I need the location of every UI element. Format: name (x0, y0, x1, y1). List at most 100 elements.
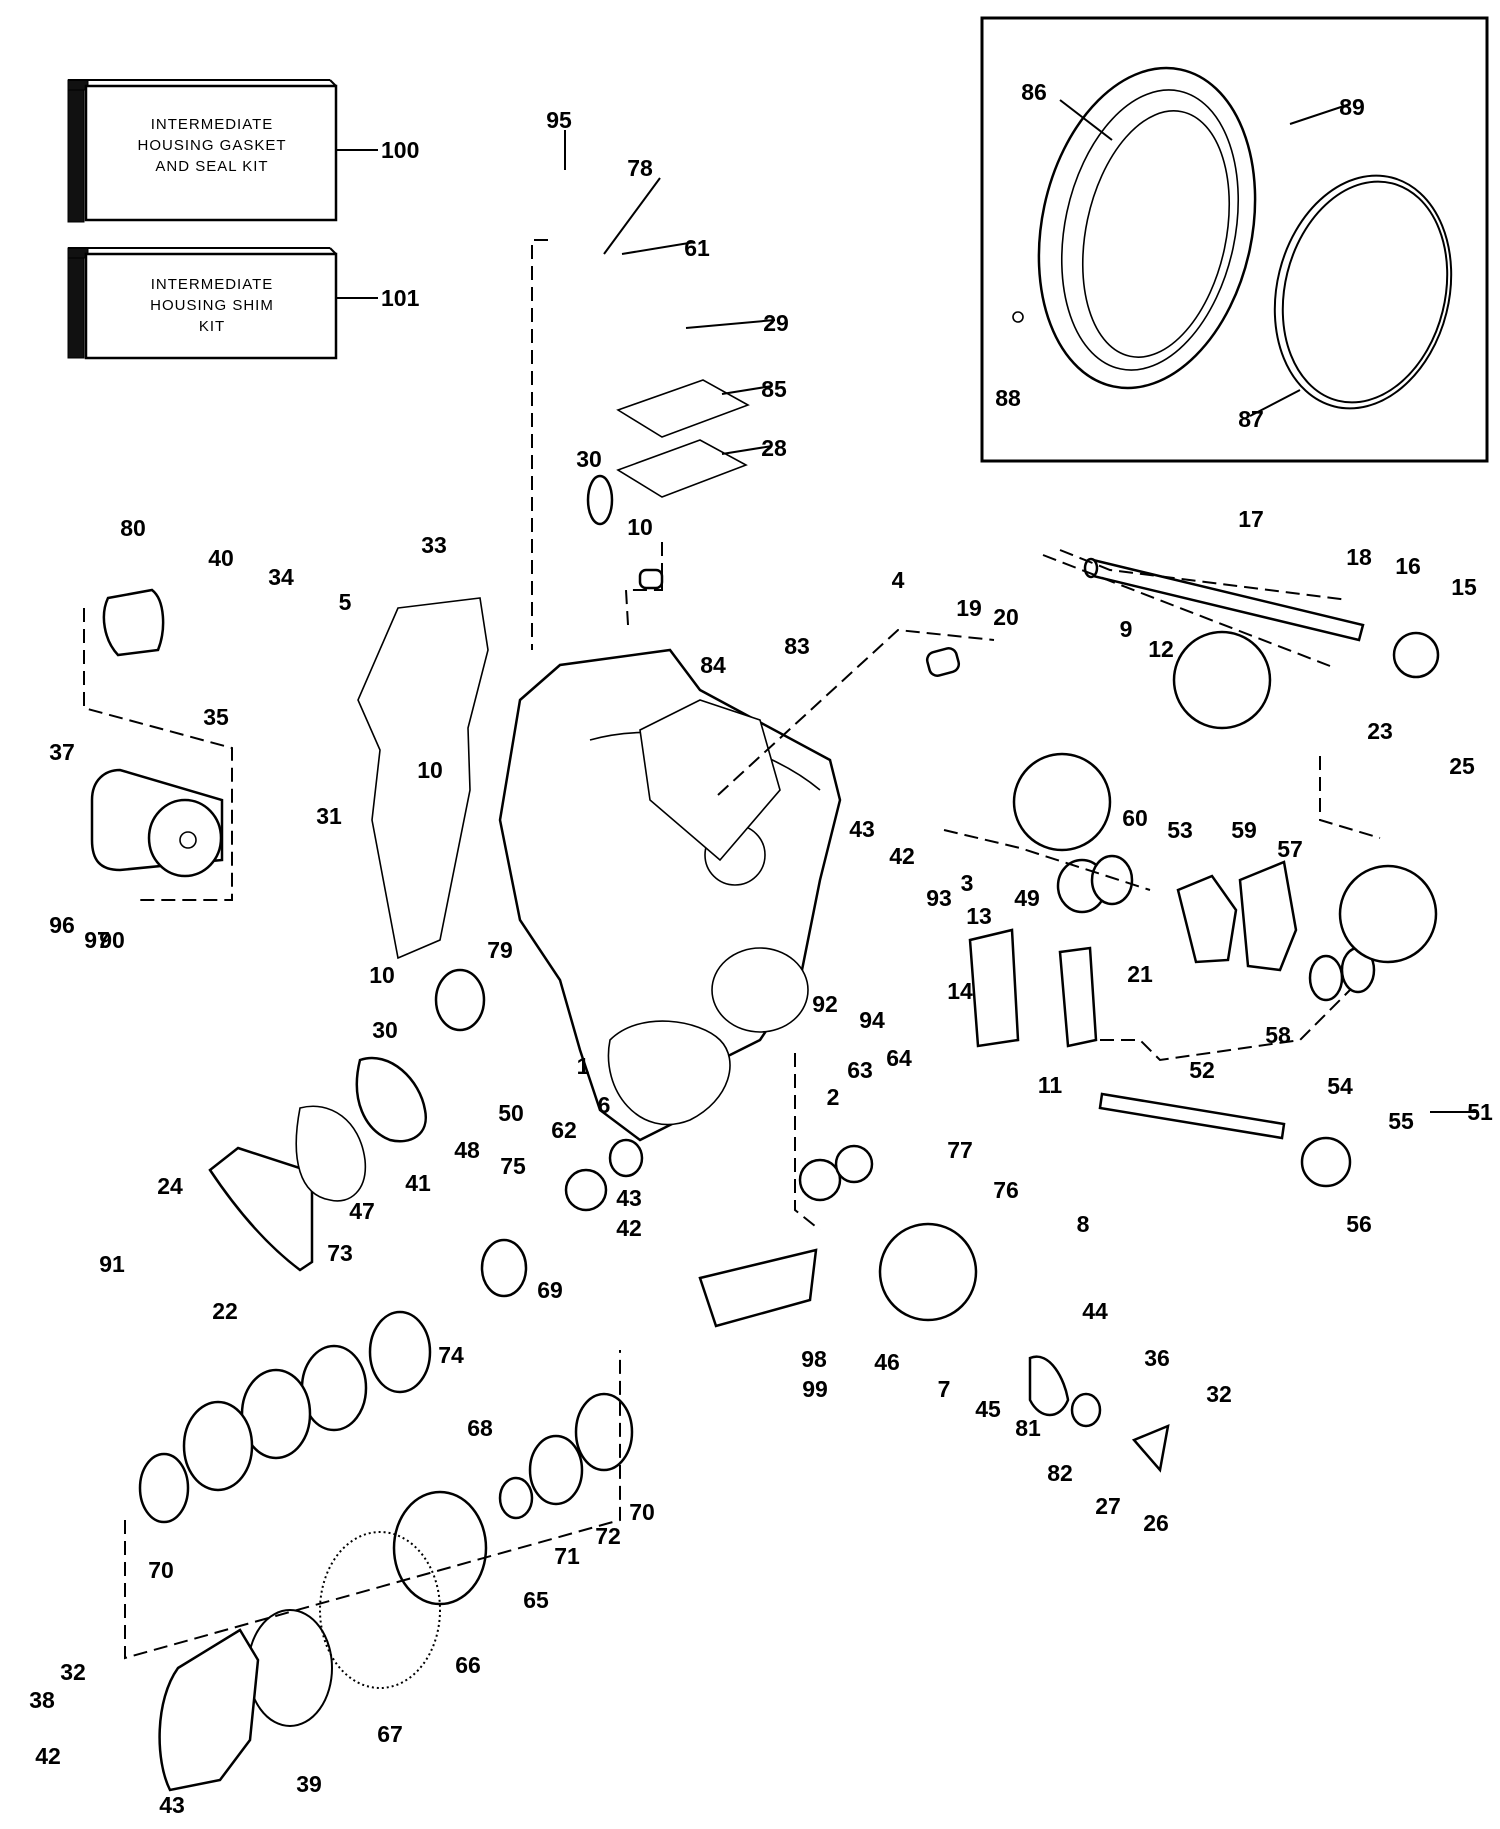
callout-76: 76 (993, 1177, 1019, 1203)
callout-24: 24 (157, 1173, 183, 1199)
gear-16 (1392, 631, 1440, 679)
callout-86: 86 (1021, 79, 1047, 105)
kit-100-line-2: HOUSING GASKET (137, 137, 286, 154)
callout-72: 72 (595, 1523, 621, 1549)
callout-96: 96 (49, 912, 75, 938)
o-ring-67 (247, 1609, 333, 1727)
callout-50: 50 (498, 1100, 524, 1126)
callout-73: 73 (327, 1240, 353, 1266)
callout-7: 7 (938, 1376, 951, 1402)
callout-4: 4 (892, 567, 905, 593)
callout-69: 69 (537, 1277, 563, 1303)
callout-42: 42 (616, 1215, 642, 1241)
callout-90: 90 (99, 927, 125, 953)
callout-28: 28 (761, 435, 787, 461)
callout-53: 53 (1167, 817, 1193, 843)
callout-70: 70 (629, 1499, 655, 1525)
callout-78: 78 (627, 155, 653, 181)
callout-39: 39 (296, 1771, 322, 1797)
callout-37: 37 (49, 739, 75, 765)
callout-84: 84 (700, 652, 726, 678)
callout-11: 11 (1038, 1072, 1063, 1098)
callout-89: 89 (1339, 94, 1365, 120)
callout-46: 46 (874, 1349, 900, 1375)
callout-10: 10 (369, 962, 395, 988)
callout-51: 51 (1467, 1099, 1493, 1125)
callout-21: 21 (1127, 961, 1153, 987)
callout-95: 95 (546, 107, 572, 133)
cover-plate-85 (616, 379, 750, 438)
callout-3: 3 (961, 870, 974, 896)
callout-77: 77 (947, 1137, 973, 1163)
kit-101-number: 101 (381, 285, 420, 311)
clutch-stack (138, 1310, 634, 1524)
plate-41 (355, 1056, 428, 1143)
callout-2: 2 (827, 1084, 840, 1110)
callout-13: 13 (966, 903, 992, 929)
callout-12: 12 (1148, 636, 1174, 662)
callout-16: 16 (1395, 553, 1421, 579)
callout-9: 9 (1120, 616, 1133, 642)
callout-59: 59 (1231, 817, 1257, 843)
callout-54: 54 (1327, 1073, 1353, 1099)
callout-14: 14 (947, 978, 973, 1004)
callout-25: 25 (1449, 753, 1475, 779)
callout-18: 18 (1346, 544, 1372, 570)
callout-91: 91 (99, 1251, 125, 1277)
callout-42: 42 (889, 843, 915, 869)
callout-10: 10 (417, 757, 443, 783)
callout-17: 17 (1238, 506, 1264, 532)
leader-lines (335, 99, 1478, 1113)
callout-30: 30 (372, 1017, 398, 1043)
shaft-17 (1083, 557, 1365, 642)
cover-39 (158, 1628, 260, 1792)
callout-43: 43 (849, 816, 875, 842)
callout-85: 85 (761, 376, 787, 402)
callout-87: 87 (1238, 406, 1264, 432)
housing-gasket (357, 597, 489, 960)
kit-box-shim: INTERMEDIATE HOUSING SHIM KIT 101 (67, 247, 420, 360)
callout-48: 48 (454, 1137, 480, 1163)
callout-57: 57 (1277, 836, 1303, 862)
callout-8: 8 (1077, 1211, 1090, 1237)
callout-36: 36 (1144, 1345, 1170, 1371)
alignment-lines (83, 239, 1381, 1660)
callout-81: 81 (1015, 1415, 1041, 1441)
gasket-66 (319, 1531, 441, 1689)
kit-101-line-3: KIT (199, 318, 225, 335)
callout-15: 15 (1451, 574, 1477, 600)
callout-65: 65 (523, 1587, 549, 1613)
callout-26: 26 (1143, 1510, 1169, 1536)
kit-100-number: 100 (381, 137, 419, 163)
callout-98: 98 (801, 1346, 827, 1372)
callout-70: 70 (148, 1557, 174, 1583)
callout-63: 63 (847, 1057, 873, 1083)
callout-31: 31 (316, 803, 342, 829)
callout-1: 1 (577, 1053, 590, 1079)
callout-5: 5 (339, 589, 352, 615)
callout-47: 47 (349, 1198, 375, 1224)
callout-6: 6 (598, 1092, 611, 1118)
callout-20: 20 (993, 604, 1019, 630)
callout-23: 23 (1367, 718, 1393, 744)
callout-99: 99 (802, 1376, 828, 1402)
callout-93: 93 (926, 885, 952, 911)
hub-54 (1300, 1136, 1352, 1188)
callout-19: 19 (956, 595, 982, 621)
callout-27: 27 (1095, 1493, 1121, 1519)
misc-parts (434, 474, 1376, 1473)
callout-94: 94 (859, 1007, 885, 1033)
callout-32: 32 (60, 1659, 86, 1685)
intermediate-housing (498, 648, 842, 1142)
callout-30: 30 (576, 446, 602, 472)
callout-97: 97 (84, 927, 110, 953)
ring-gear-65 (392, 1490, 488, 1606)
callout-88: 88 (995, 385, 1021, 411)
callout-10: 10 (627, 514, 653, 540)
callout-32: 32 (1206, 1381, 1232, 1407)
callout-43: 43 (159, 1792, 185, 1818)
kit-box-gasket-seal: INTERMEDIATE HOUSING GASKET AND SEAL KIT… (67, 79, 419, 223)
cover-22 (208, 1146, 314, 1272)
shaft-52 (1098, 1092, 1286, 1140)
